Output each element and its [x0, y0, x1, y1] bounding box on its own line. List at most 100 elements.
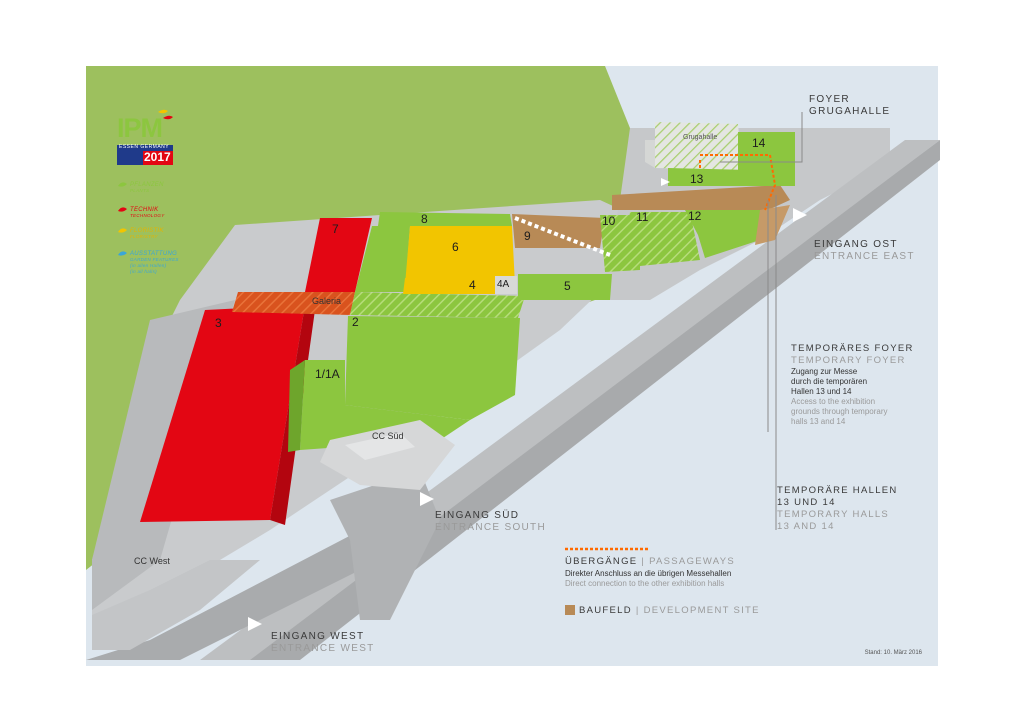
foyer-grugahalle-label: FOYER GRUGAHALLE: [809, 94, 890, 118]
hall-3: [140, 305, 305, 522]
legend-baufeld-swatch: [565, 605, 575, 615]
entrance-south-label: EINGANG SÜD ENTRANCE SOUTH: [435, 510, 546, 534]
temp-foyer-de-3: Hallen 13 und 14: [791, 387, 852, 396]
entrance-ost-small: [661, 178, 670, 186]
galeria: [232, 292, 355, 315]
entrance-west-arrow: [248, 617, 262, 631]
passageways-de: ÜBERGÄNGE: [565, 556, 638, 567]
grugahalle-label: Grugahalle: [683, 134, 718, 141]
passageways-title: ÜBERGÄNGE | PASSAGEWAYS: [565, 556, 735, 567]
hall-4a: [495, 276, 517, 294]
grugahalle-side: [645, 140, 655, 168]
legend-plants-label: PFLANZEN: [130, 182, 164, 188]
hall-9: [512, 214, 605, 248]
entrance-west-de: EINGANG WEST: [271, 631, 365, 642]
hall-label-8: 8: [421, 212, 428, 226]
baufeld-label: BAUFELD | DEVELOPMENT SITE: [579, 605, 760, 616]
development-site-strip: [755, 205, 790, 245]
temp-foyer-title: TEMPORÄRES FOYER TEMPORARY FOYER: [791, 343, 914, 367]
legend-garden-label: AUSSTATTUNG: [130, 251, 178, 257]
road-junction: [330, 470, 440, 620]
temp-foyer-note: Zugang zur Messe durch die temporären Ha…: [791, 367, 888, 427]
entrance-south-en: ENTRANCE SOUTH: [435, 522, 546, 533]
hall-14: [738, 132, 795, 186]
legend-plants: PFLANZEN PLANTS: [130, 182, 164, 194]
entrance-west-label: EINGANG WEST ENTRANCE WEST: [271, 631, 375, 655]
temp-foyer-de-1: Zugang zur Messe: [791, 367, 858, 376]
temp-foyer-de: TEMPORÄRES FOYER: [791, 343, 914, 354]
temp-halls-de1: TEMPORÄRE HALLEN: [777, 485, 898, 496]
ipm-logo: [117, 109, 173, 165]
baufeld-en: DEVELOPMENT SITE: [643, 605, 760, 616]
hall-2: [345, 316, 520, 420]
entrance-south-arrow: [420, 492, 434, 506]
logo-location: ESSEN GERMANY: [119, 144, 170, 150]
hall-label-10: 10: [602, 214, 616, 228]
hall-label-7: 7: [332, 222, 339, 236]
hall-label-4: 4: [469, 278, 476, 292]
passageways-desc-en: Direct connection to the other exhibitio…: [565, 579, 725, 588]
temp-foyer-de-2: durch die temporären: [791, 377, 868, 386]
temp-halls-en1: TEMPORARY HALLS: [777, 509, 890, 520]
legend-garden-extra1: (in allen Hallen): [130, 263, 167, 268]
hall-13: [668, 168, 755, 186]
legend-technology-label: TECHNIK: [130, 207, 159, 213]
legend-floristry-sub: FLORISTRY: [130, 234, 158, 239]
hall-label-13: 13: [690, 172, 704, 186]
baufeld-de: BAUFELD: [579, 605, 632, 616]
temp-foyer-en: TEMPORARY FOYER: [791, 355, 906, 366]
hall-label-5: 5: [564, 279, 571, 293]
temp-halls-en2: 13 AND 14: [777, 521, 835, 532]
cc-sued-label: CC Süd: [372, 431, 404, 441]
hall-4: [403, 278, 495, 294]
road-west: [86, 520, 420, 660]
legend-technology: TECHNIK TECHNOLOGY: [130, 207, 165, 219]
temp-halls-label: TEMPORÄRE HALLEN 13 UND 14 TEMPORARY HAL…: [777, 485, 898, 533]
logo-year: 2017: [144, 150, 171, 164]
passageway-9: [514, 216, 611, 257]
hall-1-side: [288, 360, 305, 452]
grugahalle: [655, 122, 742, 170]
cc-west-building: [92, 560, 260, 650]
passageway-grugahalle: [700, 154, 777, 211]
entrance-south-de: EINGANG SÜD: [435, 510, 520, 521]
entrance-west-en: ENTRANCE WEST: [271, 643, 375, 654]
hall-label-6: 6: [452, 240, 459, 254]
development-site-east: [612, 185, 790, 210]
passageways-desc-de: Direkter Anschluss an die übrigen Messeh…: [565, 569, 732, 578]
hall-11: [620, 212, 700, 268]
entrance-east-label: EINGANG OST ENTRANCE EAST: [814, 239, 915, 263]
legend-floristry: FLORISTIK FLORISTRY: [130, 228, 164, 240]
temp-foyer-en-2: grounds through temporary: [791, 407, 888, 416]
hall-label-4a: 4A: [497, 279, 510, 290]
galeria-label: Galeria: [312, 296, 342, 306]
legend-plants-sub: PLANTS: [130, 188, 150, 193]
cc-sued-building: [320, 420, 455, 490]
passageways-sep: |: [641, 556, 646, 567]
passageways-desc: Direkter Anschluss an die übrigen Messeh…: [565, 569, 731, 589]
cc-west-label: CC West: [134, 556, 170, 566]
temp-halls-de2: 13 UND 14: [777, 497, 836, 508]
hall-8: [378, 212, 512, 226]
legend-garden-extra2: (in all halls): [130, 269, 157, 274]
hall-label-12: 12: [688, 209, 702, 223]
hall-label-14: 14: [752, 136, 766, 150]
legend-garden-sub: GARDEN FEATURES: [130, 257, 179, 262]
baufeld-sep: |: [635, 605, 640, 616]
hall-6: [405, 226, 515, 285]
entrance-east-en: ENTRANCE EAST: [814, 251, 915, 262]
hall-5: [518, 274, 612, 300]
legend-floristry-label: FLORISTIK: [130, 228, 164, 234]
hall-label-1-1a: 1/1A: [315, 367, 340, 381]
logo-name: IPM: [117, 113, 163, 143]
legend-icons: [118, 182, 127, 256]
legend-garden-features: AUSSTATTUNG GARDEN FEATURES (in allen Ha…: [130, 251, 179, 275]
entrance-east-arrow: [793, 208, 807, 222]
passageways-en: PASSAGEWAYS: [649, 556, 736, 567]
passage-strip: [350, 292, 525, 318]
hall-12: [685, 210, 770, 258]
leader-foyer-grugahalle: [720, 112, 803, 163]
hall-label-3: 3: [215, 316, 222, 330]
hall-label-9: 9: [524, 229, 531, 243]
